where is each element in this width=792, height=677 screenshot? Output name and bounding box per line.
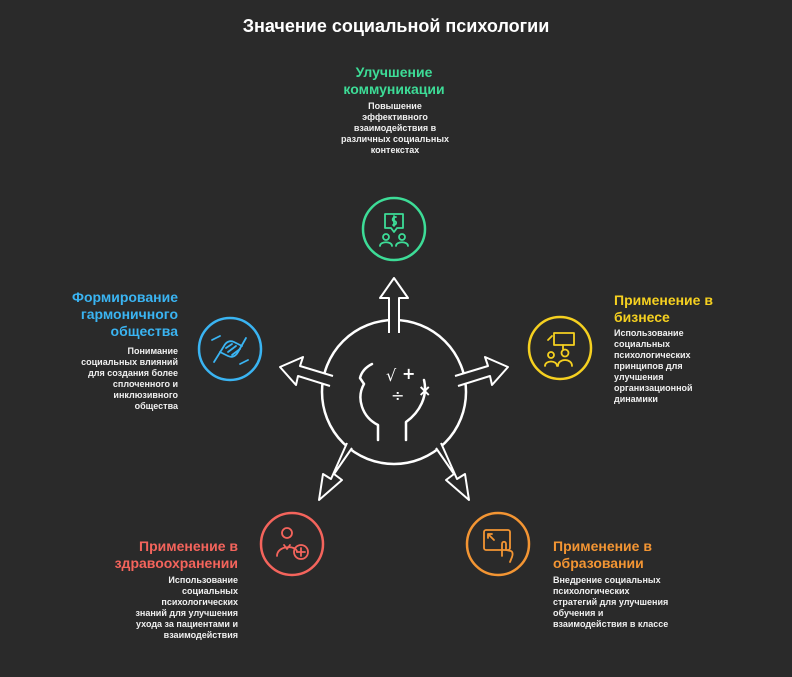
times-symbol: × <box>418 381 431 400</box>
presentation-team-icon <box>544 332 575 367</box>
business-title: Применение в бизнесе <box>614 292 713 325</box>
society-title: Формирование гармоничного общества <box>72 289 178 339</box>
page-title: Значение социальной психологии <box>242 16 550 36</box>
arrow-right <box>454 356 509 387</box>
education-title: Применение в образовании <box>553 538 652 571</box>
person-plus-icon <box>276 527 309 560</box>
arrow-left <box>279 356 334 387</box>
business-desc: Использование социальных психологических… <box>614 328 693 404</box>
communication-circle <box>361 196 427 262</box>
touch-screen-icon <box>483 529 514 563</box>
healthcare-circle <box>259 511 325 577</box>
arrow-up <box>379 277 409 333</box>
chat-money-icon <box>379 213 409 247</box>
communication-title: Улучшение коммуникации <box>343 64 445 97</box>
business-circle <box>527 315 593 381</box>
divide-symbol: ÷ <box>391 386 404 405</box>
education-circle <box>465 511 531 577</box>
handshake-icon <box>211 335 249 365</box>
arrow-down-left <box>318 442 353 501</box>
sqrt-symbol: √ <box>386 366 397 385</box>
head-math-icon <box>358 362 427 442</box>
healthcare-desc: Использование социальных психологических… <box>135 575 238 640</box>
plus-symbol: + <box>402 364 415 383</box>
healthcare-title: Применение в здравоохранении <box>114 538 238 571</box>
society-circle <box>197 316 263 382</box>
society-desc: Понимание социальных влияний для создани… <box>81 346 178 411</box>
arrows <box>279 277 509 501</box>
communication-desc: Повышение эффективного взаимодействия в … <box>340 101 450 155</box>
education-desc: Внедрение социальных психологических стр… <box>553 575 669 629</box>
arrow-down-right <box>435 442 470 501</box>
